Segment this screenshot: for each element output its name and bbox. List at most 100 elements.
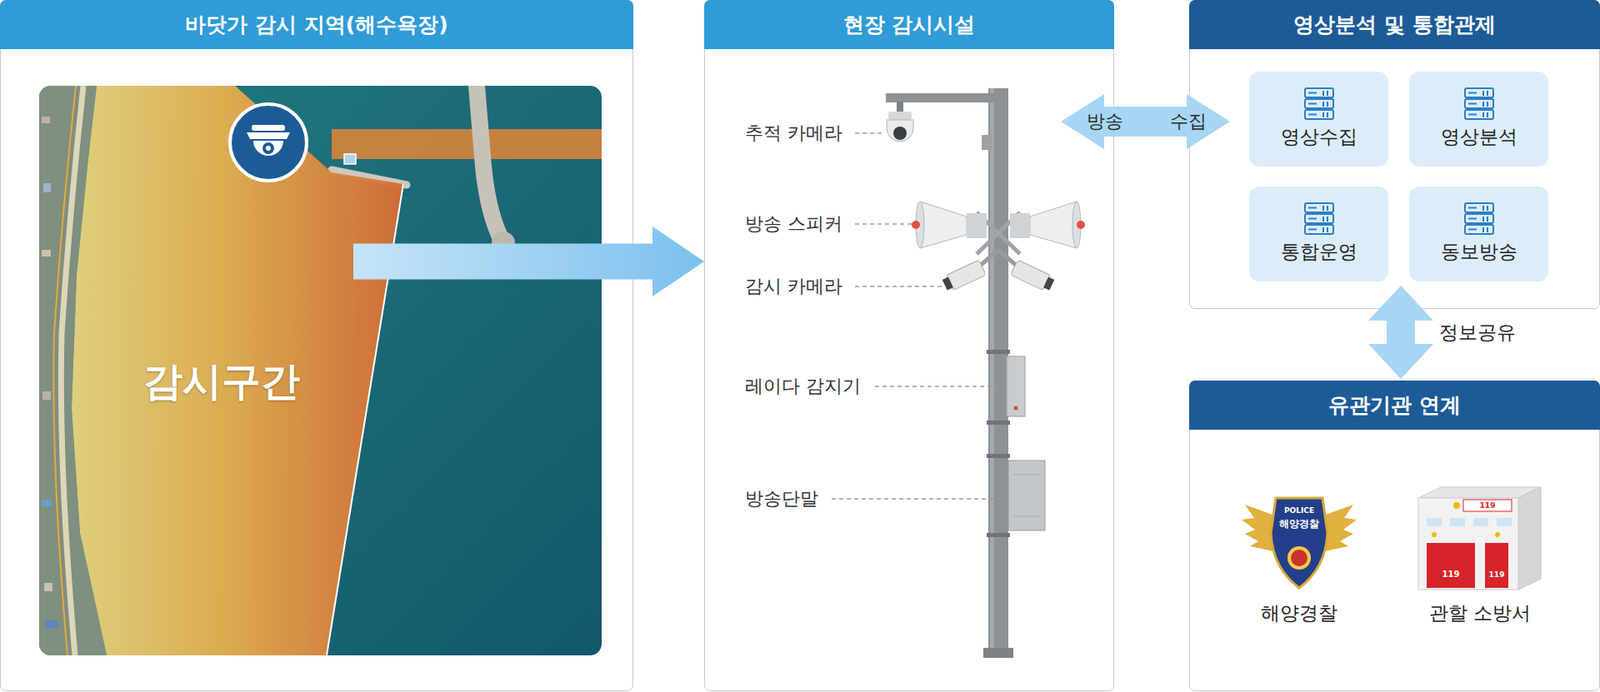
server-icon [1305,225,1334,235]
leader-line [855,285,944,288]
server-icon [1486,101,1489,107]
server-icon [1482,216,1485,222]
fire-station [1426,518,1442,527]
server-icon [1486,112,1489,118]
part-name: 방송단말 [745,488,819,510]
server-icon [1305,88,1334,98]
server-icon [1305,214,1334,224]
zone-label: 감시구간 [71,355,372,409]
map-houses [44,583,53,592]
share-arrow [1368,285,1434,380]
server-icon [1468,229,1477,231]
broadcast-terminal [1013,475,1040,476]
speaker [966,213,987,239]
map-houses [41,250,51,257]
server-icon [1326,216,1329,222]
server-icon [1468,114,1477,116]
police-badge [1241,498,1357,589]
camera-marker [230,104,356,181]
server-icon [1482,112,1485,118]
server-icon [1326,227,1329,233]
pole [986,350,1010,355]
tracking-camera [886,120,914,142]
server-icon [1468,103,1477,105]
fire-station [1495,532,1500,538]
map-image [39,85,602,656]
server-icon [1482,101,1485,107]
door-text: 119 [1442,570,1460,580]
server-icon [1465,88,1494,98]
server-icon [1486,216,1489,222]
part-name: 레이다 감지기 [745,375,861,397]
server-icon [1308,103,1317,105]
server-icon [1482,90,1485,96]
police-badge [1287,546,1311,570]
server-icon [1322,112,1325,118]
map-houses [42,391,51,400]
arrow-label: 방송 [1086,110,1124,132]
speaker [1010,213,1030,239]
surveillance-camera [940,260,986,293]
pole [885,93,1009,103]
panel-header: 바닷가 감시 지역(해수욕장) [0,0,634,50]
server-icon [1465,99,1494,109]
section-panel: 현장 감시시설 [704,0,1115,692]
surveillance-camera [1043,277,1055,291]
arrow-label: 수집 [1170,110,1207,132]
surveillance-camera [942,277,954,291]
map-houses [45,620,58,629]
flow-arrow [353,226,705,297]
broadcast-terminal [1013,516,1040,518]
camera-marker [230,104,307,181]
camera-marker [251,125,285,131]
speaker [1076,220,1085,230]
fire-station [1418,498,1519,590]
server-icon [1326,205,1329,211]
camera-marker [344,154,356,165]
map-image [53,85,76,656]
server-icon [1322,216,1325,222]
server-icon [1322,101,1325,107]
radar-sensor [1006,356,1025,417]
fire-station [1450,518,1465,527]
police-badge [1270,498,1328,589]
map-houses [41,500,52,507]
speaker [911,201,1085,255]
watch-zone: 감시구간 [71,85,404,656]
pole [986,454,1010,459]
police-badge [1325,505,1357,552]
server-icon [1468,218,1477,220]
speaker [920,201,967,249]
leader-line [855,223,914,225]
pole [990,88,995,659]
panel-header: 현장 감시시설 [704,0,1115,50]
link-arrow [1060,94,1230,150]
leader-line [831,133,1005,500]
server-icon [1486,227,1489,233]
server-icon [1308,218,1317,220]
leader-line [875,385,1004,388]
surveillance-camera [940,250,1055,293]
part-name: 추적 카메라 [745,122,843,144]
server-icon [1305,99,1334,109]
camera-marker [265,145,271,151]
speaker [911,220,920,230]
door-text: 119 [1489,570,1505,580]
map-image [476,85,504,244]
fire-station [1518,487,1541,590]
leader-line [855,132,885,135]
pole [986,420,1010,425]
map-houses [43,183,51,193]
pole [885,88,1014,659]
server-label: 영상분석 [1440,124,1518,150]
panel-header: 영상분석 및 통합관제 [1189,0,1600,50]
police-badge [1241,505,1274,552]
server-icon [1465,110,1494,120]
fire-station [1473,518,1489,527]
map-houses [41,116,50,124]
server-icon [1308,92,1317,95]
edge-label: 정보공유 [1439,321,1516,344]
server-icon [1308,114,1317,116]
